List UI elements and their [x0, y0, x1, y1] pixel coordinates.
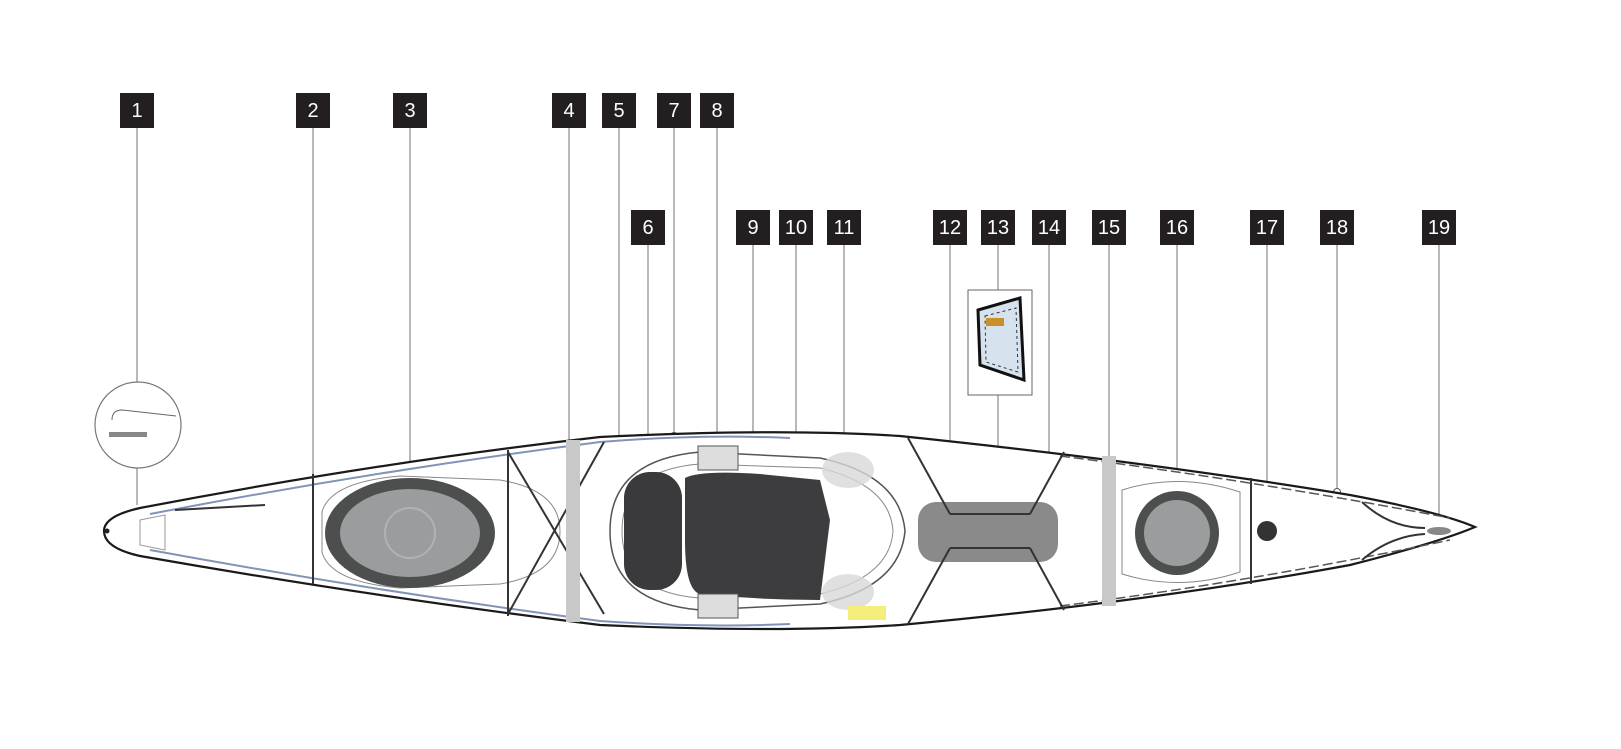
callout-box	[1320, 210, 1354, 245]
callout-label-6: 6	[631, 210, 665, 245]
callout-label-5: 5	[602, 93, 636, 128]
callout-number: 8	[711, 100, 722, 122]
callout-label-18: 18	[1320, 210, 1354, 245]
callout-number: 11	[834, 217, 855, 239]
callout-number: 3	[404, 100, 415, 122]
callout-label-4: 4	[552, 93, 586, 128]
callout-box	[393, 93, 427, 128]
callout-label-8: 8	[700, 93, 734, 128]
callout-number: 13	[987, 217, 1009, 239]
callout-number: 16	[1166, 217, 1188, 239]
callout-box	[631, 210, 665, 245]
callout-label-12: 12	[933, 210, 967, 245]
callout-box	[1250, 210, 1284, 245]
callout-box	[296, 93, 330, 128]
storage-net-inset	[967, 289, 1033, 396]
callout-box	[736, 210, 770, 245]
kayak-hull	[102, 431, 1478, 631]
callout-box	[981, 210, 1015, 245]
callout-number: 4	[563, 100, 574, 122]
callout-number: 2	[307, 100, 318, 122]
callout-label-9: 9	[736, 210, 770, 245]
callout-label-10: 10	[779, 210, 813, 245]
callout-box	[1092, 210, 1126, 245]
callout-number: 17	[1256, 217, 1278, 239]
callout-box	[657, 93, 691, 128]
callout-label-11: 11	[827, 210, 861, 245]
callout-label-15: 15	[1092, 210, 1126, 245]
callout-label-1: 1	[120, 93, 154, 128]
callout-label-16: 16	[1160, 210, 1194, 245]
bow-detail-inset	[94, 381, 182, 469]
callout-box	[827, 210, 861, 245]
callout-box	[552, 93, 586, 128]
callout-label-7: 7	[657, 93, 691, 128]
callout-number: 5	[613, 100, 624, 122]
callout-number: 19	[1428, 217, 1450, 239]
callout-number: 10	[785, 217, 807, 239]
callout-box	[1160, 210, 1194, 245]
callout-label-2: 2	[296, 93, 330, 128]
callout-label-17: 17	[1250, 210, 1284, 245]
callout-number: 14	[1038, 217, 1060, 239]
callout-box	[700, 93, 734, 128]
callout-label-14: 14	[1032, 210, 1066, 245]
callout-number: 12	[939, 217, 961, 239]
callout-number: 7	[668, 100, 679, 122]
callout-label-19: 19	[1422, 210, 1456, 245]
callout-box	[1032, 210, 1066, 245]
callout-number: 15	[1098, 217, 1120, 239]
callout-number: 1	[131, 100, 142, 122]
callout-number: 6	[642, 217, 653, 239]
callout-box	[1422, 210, 1456, 245]
callout-label-13: 13	[981, 210, 1015, 245]
callout-label-3: 3	[393, 93, 427, 128]
callout-number: 9	[747, 217, 758, 239]
callout-number: 18	[1326, 217, 1348, 239]
callout-box	[933, 210, 967, 245]
callout-box	[779, 210, 813, 245]
callout-box	[602, 93, 636, 128]
callout-box	[120, 93, 154, 128]
